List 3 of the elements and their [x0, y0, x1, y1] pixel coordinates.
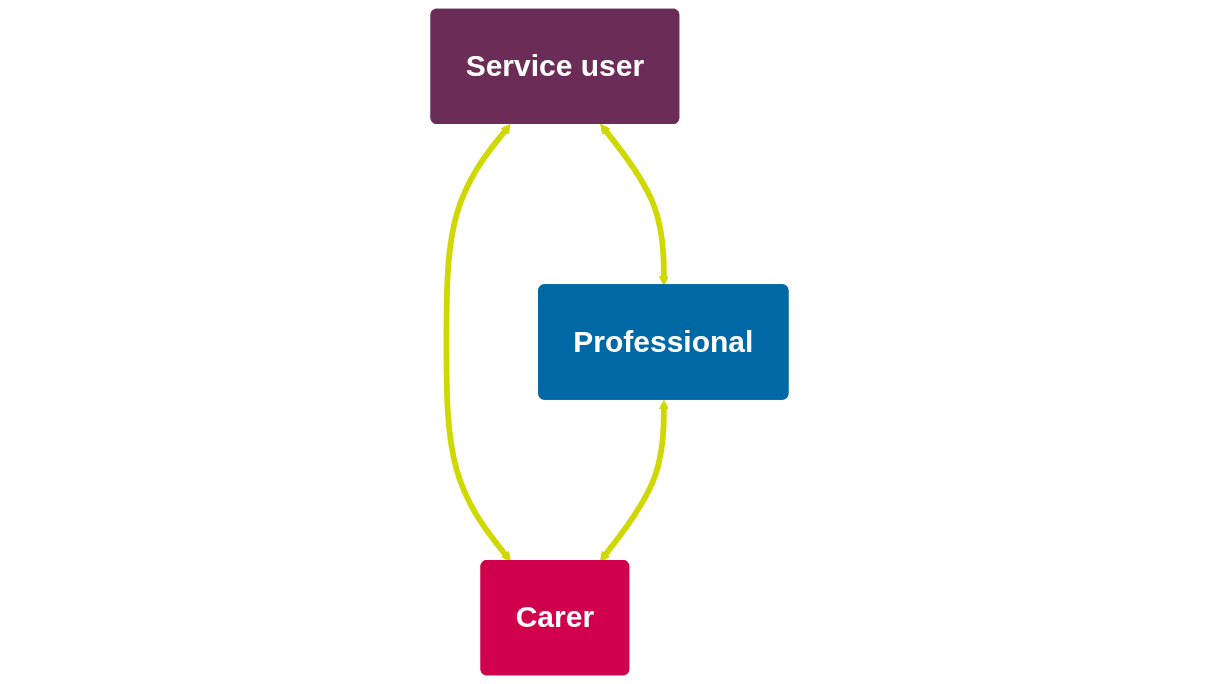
arrow [600, 123, 669, 286]
arrow [599, 399, 669, 562]
arrow [443, 123, 511, 562]
